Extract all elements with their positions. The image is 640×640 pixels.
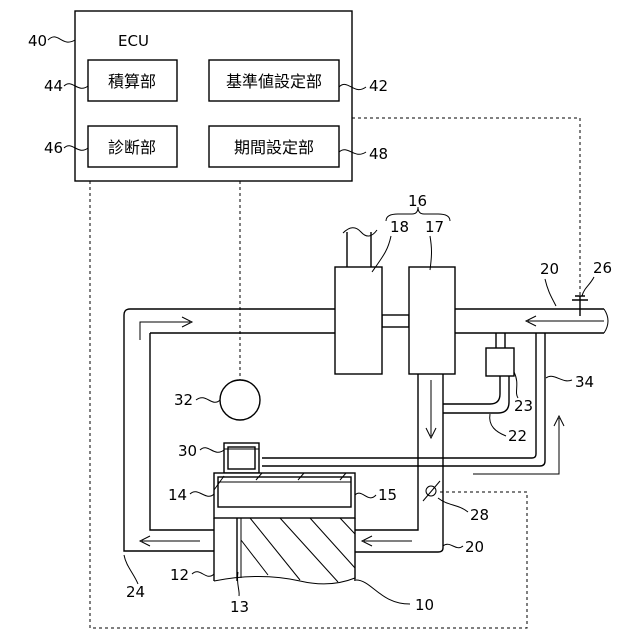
ref-26: 26 [593, 259, 612, 277]
pipe-break-right [604, 309, 608, 333]
ref-46: 46 [44, 139, 63, 157]
turbine-outlet-break [343, 228, 377, 236]
ref-18: 18 [390, 218, 409, 236]
ref-20-top: 20 [540, 260, 559, 278]
ref-12: 12 [170, 566, 189, 584]
leader-14 [190, 492, 214, 497]
leader-30 [200, 448, 224, 453]
bypass-pipe-22-inner [443, 376, 509, 413]
ref-23: 23 [514, 397, 533, 415]
turbine-outlet [347, 232, 371, 267]
leader-40 [48, 37, 75, 42]
reference-value-unit-label: 基準値設定部 [226, 72, 322, 91]
intake-manifold-outer [355, 374, 443, 552]
intake-manifold-inner [355, 374, 418, 530]
ref-34: 34 [575, 373, 594, 391]
ref-24: 24 [126, 583, 145, 601]
turbo-shaft [382, 315, 409, 327]
leader-15 [355, 493, 376, 498]
ref-40: 40 [28, 32, 47, 50]
ref-20-bottom: 20 [465, 538, 484, 556]
leader-32 [196, 398, 220, 403]
ref-15: 15 [378, 486, 397, 504]
leader-12 [192, 572, 214, 577]
leader-34 [546, 376, 572, 381]
ref-30: 30 [178, 442, 197, 460]
leader-17 [430, 236, 432, 270]
ref-44: 44 [44, 77, 63, 95]
ecu-title: ECU [118, 32, 149, 50]
ref-48: 48 [369, 145, 388, 163]
compressor-17 [409, 267, 455, 374]
mount-30-inner [228, 447, 255, 469]
ref-14: 14 [168, 486, 187, 504]
valve-23 [486, 348, 514, 376]
leader-10 [356, 580, 410, 604]
integration-unit-label: 積算部 [108, 72, 156, 91]
leader-20-bottom [443, 544, 463, 547]
ref-13: 13 [230, 598, 249, 616]
ref-32: 32 [174, 391, 193, 409]
airflow-sensor-26 [572, 296, 588, 316]
ref-22: 22 [508, 427, 527, 445]
ref-42: 42 [369, 77, 388, 95]
ref-17: 17 [425, 218, 444, 236]
leader-22 [490, 414, 506, 436]
leader-24 [124, 555, 138, 584]
leader-20-top [545, 279, 556, 306]
exhaust-pipe-outer [124, 309, 214, 551]
sensor-32 [220, 380, 260, 420]
diagnosis-unit-label: 診断部 [108, 138, 156, 157]
leader-26 [582, 277, 594, 296]
turbine-18 [335, 267, 382, 374]
leader-13 [237, 572, 239, 596]
engine-block [214, 518, 355, 584]
ref-10: 10 [415, 596, 434, 614]
ref-28: 28 [470, 506, 489, 524]
bypass-pipe-22-outer [443, 376, 500, 404]
period-setting-unit-label: 期間設定部 [234, 138, 314, 157]
